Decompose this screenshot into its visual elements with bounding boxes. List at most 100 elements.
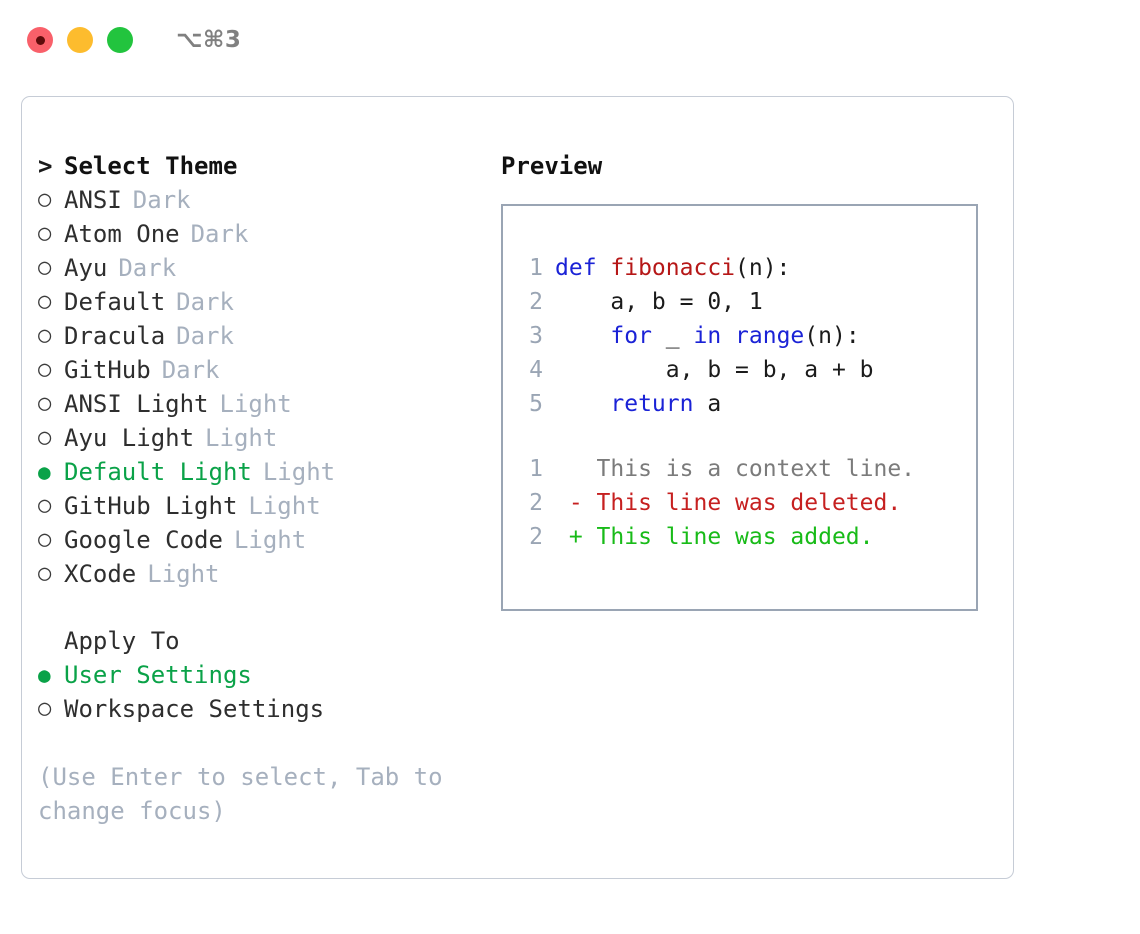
theme-list-item-ansi-light[interactable]: ○ ANSI Light Light bbox=[38, 387, 478, 421]
theme-category-tag: Dark bbox=[176, 322, 234, 350]
theme-name: GitHub Light bbox=[64, 492, 238, 520]
diff-line-deleted: 2 - This line was deleted. bbox=[517, 486, 970, 520]
theme-name: GitHub bbox=[64, 356, 151, 384]
theme-category-tag: Dark bbox=[118, 254, 177, 282]
code-token: return bbox=[610, 391, 694, 417]
theme-category-tag: Light bbox=[147, 560, 220, 588]
line-number: 2 bbox=[529, 490, 543, 516]
apply-to-item-user-settings[interactable]: ● User Settings bbox=[38, 658, 478, 692]
line-number: 1 bbox=[529, 255, 543, 281]
traffic-lights bbox=[27, 27, 133, 53]
theme-name: Ayu bbox=[64, 254, 108, 282]
close-button-icon[interactable] bbox=[27, 27, 53, 53]
theme-name: XCode bbox=[64, 560, 137, 588]
apply-to-item-workspace-settings[interactable]: ○ Workspace Settings bbox=[38, 692, 478, 726]
code-token: fibonacci bbox=[610, 255, 736, 281]
code-line: 1 def fibonacci (n): bbox=[517, 251, 970, 285]
theme-category-tag: Dark bbox=[132, 186, 191, 214]
line-number: 3 bbox=[529, 323, 543, 349]
line-number: 2 bbox=[529, 524, 543, 550]
code-line: 2 a, b = 0, 1 bbox=[517, 285, 970, 319]
code-line: 5 return a bbox=[517, 387, 970, 421]
preview-column: Preview 1 def fibonacci (n): 2 a, b = 0,… bbox=[501, 149, 1001, 611]
theme-name: ANSI Light bbox=[64, 390, 209, 418]
theme-category-tag: Dark bbox=[176, 288, 234, 316]
caret-icon: > bbox=[38, 152, 53, 180]
theme-list-item-ansi-dark[interactable]: ○ ANSI Dark bbox=[38, 183, 478, 217]
radio-unselected-icon[interactable]: ○ bbox=[38, 425, 52, 450]
theme-name: Dracula bbox=[64, 322, 166, 350]
theme-name: ANSI bbox=[64, 186, 122, 214]
code-sample: 1 def fibonacci (n): 2 a, b = 0, 1 3 bbox=[517, 251, 970, 554]
code-token: for bbox=[610, 323, 652, 349]
radio-unselected-icon[interactable]: ○ bbox=[38, 323, 52, 348]
code-token bbox=[555, 387, 610, 421]
code-token: a, b = 0, 1 bbox=[555, 289, 763, 315]
radio-unselected-icon[interactable]: ○ bbox=[38, 221, 52, 246]
minimize-button-icon[interactable] bbox=[67, 27, 93, 53]
code-token: _ bbox=[651, 323, 694, 349]
line-number: 5 bbox=[529, 391, 543, 417]
theme-list-item-default-dark[interactable]: ○ Default Dark bbox=[38, 285, 478, 319]
radio-selected-icon[interactable]: ● bbox=[38, 460, 51, 484]
diff-line-added: 2 + This line was added. bbox=[517, 520, 970, 554]
radio-unselected-icon[interactable]: ○ bbox=[38, 255, 52, 280]
theme-list-item-ayu-dark[interactable]: ○ Ayu Dark bbox=[38, 251, 478, 285]
code-spacer bbox=[517, 421, 970, 452]
code-token: range bbox=[735, 323, 805, 349]
theme-list-item-xcode-light[interactable]: ○ XCode Light bbox=[38, 557, 478, 591]
theme-name: Default bbox=[64, 288, 166, 316]
code-token: in bbox=[693, 323, 722, 349]
diff-text: - This line was deleted. bbox=[555, 490, 902, 516]
radio-selected-icon[interactable]: ● bbox=[38, 663, 51, 687]
theme-list-item-github-light[interactable]: ○ GitHub Light Light bbox=[38, 489, 478, 523]
theme-list-item-github-dark[interactable]: ○ GitHub Dark bbox=[38, 353, 478, 387]
code-token bbox=[555, 319, 610, 353]
radio-unselected-icon[interactable]: ○ bbox=[38, 696, 52, 721]
theme-category-tag: Dark bbox=[190, 220, 249, 248]
theme-list-item-atom-one-dark[interactable]: ○ Atom One Dark bbox=[38, 217, 478, 251]
diff-text: This is a context line. bbox=[555, 456, 916, 482]
radio-unselected-icon[interactable]: ○ bbox=[38, 187, 52, 212]
line-number: 4 bbox=[529, 357, 543, 383]
code-token: a, b = b, a + b bbox=[555, 357, 874, 383]
theme-category-tag: Light bbox=[233, 526, 307, 554]
theme-category-tag: Light bbox=[219, 390, 292, 418]
theme-list-item-default-light[interactable]: ● Default Light Light bbox=[38, 455, 478, 489]
theme-category-tag: Light bbox=[205, 424, 278, 452]
radio-unselected-icon[interactable]: ○ bbox=[38, 289, 52, 314]
select-theme-header: > Select Theme bbox=[38, 149, 478, 183]
theme-category-tag: Light bbox=[262, 458, 336, 486]
code-token: def bbox=[555, 255, 611, 281]
preview-title: Preview bbox=[501, 152, 603, 180]
main-panel: > Select Theme ○ ANSI Dark ○ Atom One Da… bbox=[21, 96, 1014, 879]
code-line: 4 a, b = b, a + b bbox=[517, 353, 970, 387]
apply-to-title: Apply To bbox=[64, 627, 180, 655]
line-number: 2 bbox=[529, 289, 543, 315]
radio-unselected-icon[interactable]: ○ bbox=[38, 493, 52, 518]
keyboard-shortcut-label: ⌥⌘3 bbox=[176, 27, 242, 53]
preview-box: 1 def fibonacci (n): 2 a, b = 0, 1 3 bbox=[501, 204, 978, 611]
keyboard-hint-text: (Use Enter to select, Tab to change focu… bbox=[38, 763, 458, 825]
theme-category-tag: Dark bbox=[161, 356, 220, 384]
theme-list-item-dracula-dark[interactable]: ○ Dracula Dark bbox=[38, 319, 478, 353]
code-token: a bbox=[693, 391, 722, 417]
diff-line-context: 1 This is a context line. bbox=[517, 452, 970, 486]
window-titlebar: ⌥⌘3 bbox=[0, 0, 1140, 80]
theme-list-item-ayu-light[interactable]: ○ Ayu Light Light bbox=[38, 421, 478, 455]
code-token: (n): bbox=[735, 255, 791, 281]
code-token: (n): bbox=[804, 323, 860, 349]
zoom-button-icon[interactable] bbox=[107, 27, 133, 53]
radio-unselected-icon[interactable]: ○ bbox=[38, 357, 52, 382]
radio-unselected-icon[interactable]: ○ bbox=[38, 561, 52, 586]
radio-unselected-icon[interactable]: ○ bbox=[38, 391, 52, 416]
line-number: 1 bbox=[529, 456, 543, 482]
theme-list-item-google-code-light[interactable]: ○ Google Code Light bbox=[38, 523, 478, 557]
theme-selection-column: > Select Theme ○ ANSI Dark ○ Atom One Da… bbox=[38, 149, 478, 828]
theme-category-tag: Light bbox=[248, 492, 321, 520]
apply-to-header: ○ Apply To bbox=[38, 624, 478, 658]
code-line: 3 for _ in range (n): bbox=[517, 319, 970, 353]
apply-to-label: Workspace Settings bbox=[64, 695, 325, 723]
theme-name: Atom One bbox=[64, 220, 180, 248]
radio-unselected-icon[interactable]: ○ bbox=[38, 527, 52, 552]
